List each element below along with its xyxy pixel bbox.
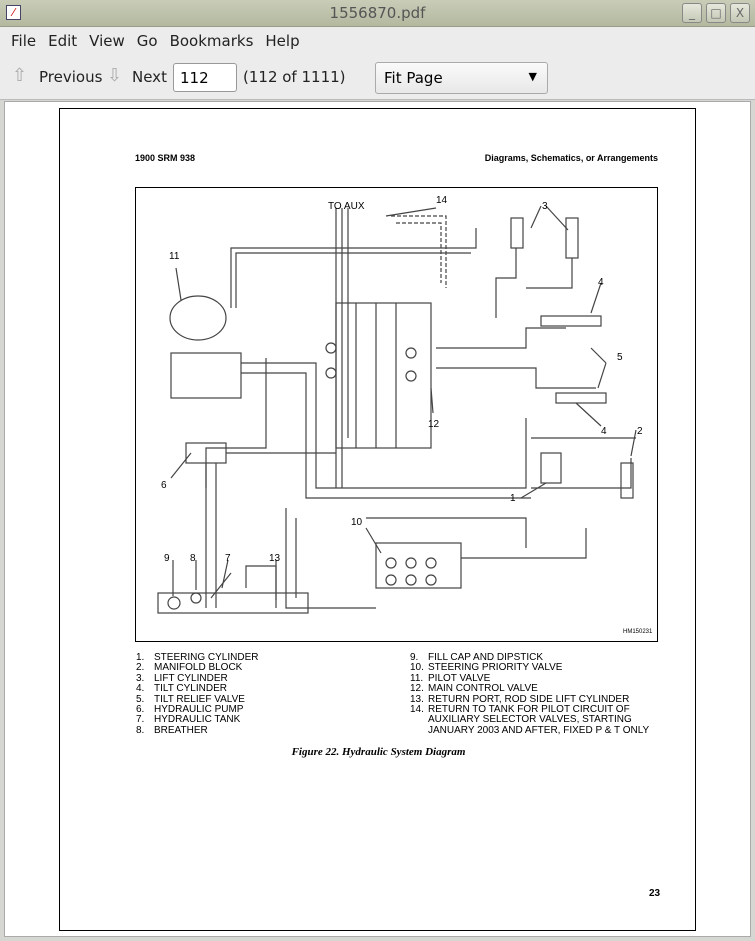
legend-item: 14.RETURN TO TANK FOR PILOT CIRCUIT OF A… xyxy=(410,704,650,736)
legend-item: 12.MAIN CONTROL VALVE xyxy=(410,683,538,695)
next-button[interactable]: Next xyxy=(132,68,167,86)
page-number: 23 xyxy=(649,888,661,899)
callout-2: 2 xyxy=(637,426,643,437)
legend-item: 4.TILT CYLINDER xyxy=(136,683,227,695)
legend-item: 5.TILT RELIEF VALVE xyxy=(136,693,245,705)
legend-item: 13.RETURN PORT, ROD SIDE LIFT CYLINDER xyxy=(410,693,630,705)
legend-item: 3.LIFT CYLINDER xyxy=(136,672,228,684)
menu-help[interactable]: Help xyxy=(265,32,300,50)
menu-bar: File Edit View Go Bookmarks Help xyxy=(0,27,755,54)
legend-item: 1.STEERING CYLINDER xyxy=(136,652,259,663)
callout-4-bottom: 4 xyxy=(601,426,607,437)
legend-right: 9.FILL CAP AND DIPSTICK 10.STEERING PRIO… xyxy=(410,652,670,736)
toolbar: ⇧ Previous ⇩ Next (112 of 1111) Fit Page… xyxy=(0,54,755,100)
next-arrow-icon[interactable]: ⇩ xyxy=(107,65,123,86)
app-icon: ⁄ xyxy=(6,5,21,20)
title-bar: ⁄ 1556870.pdf _ □ X xyxy=(0,0,755,27)
legend-item: 11.PILOT VALVE xyxy=(410,672,491,684)
figure-caption: Figure 22. Hydraulic System Diagram xyxy=(291,746,466,758)
callout-13: 13 xyxy=(269,553,281,564)
zoom-select[interactable]: Fit Page ▼ xyxy=(375,62,548,94)
figure-reference: HM150231 xyxy=(623,629,653,635)
menu-view[interactable]: View xyxy=(89,32,125,50)
menu-go[interactable]: Go xyxy=(136,32,158,50)
hydraulic-diagram: TO AUX 14 3 11 4 5 12 4 2 6 1 10 9 8 7 1… xyxy=(135,187,658,642)
callout-4-top: 4 xyxy=(598,277,604,288)
previous-button[interactable]: Previous xyxy=(39,68,103,86)
callout-1: 1 xyxy=(510,493,516,504)
callout-7: 7 xyxy=(225,553,231,564)
diagram-drawing xyxy=(157,205,637,614)
zoom-value: Fit Page xyxy=(384,69,443,87)
minimize-button[interactable]: _ xyxy=(682,3,702,23)
legend-item: 8.BREATHER xyxy=(136,724,208,736)
header-right: Diagrams, Schematics, or Arrangements xyxy=(484,153,658,163)
pdf-page: 1900 SRM 938 Diagrams, Schematics, or Ar… xyxy=(59,108,696,931)
window-title: 1556870.pdf xyxy=(329,4,426,22)
menu-file[interactable]: File xyxy=(11,32,37,50)
menu-edit[interactable]: Edit xyxy=(48,32,78,50)
page-count: (112 of 1111) xyxy=(243,68,346,86)
close-button[interactable]: X xyxy=(730,3,750,23)
legend-item: 2.MANIFOLD BLOCK xyxy=(136,662,243,674)
legend-item: 10.STEERING PRIORITY VALVE xyxy=(410,662,563,674)
page-number-input[interactable] xyxy=(173,63,237,92)
callout-11: 11 xyxy=(169,251,180,262)
callout-8: 8 xyxy=(190,553,196,564)
callout-5: 5 xyxy=(617,352,623,363)
legend-left: 1.STEERING CYLINDER 2.MANIFOLD BLOCK 3.L… xyxy=(136,652,259,736)
callout-10: 10 xyxy=(351,517,363,528)
legend-item: 9.FILL CAP AND DIPSTICK xyxy=(410,652,544,663)
callout-9: 9 xyxy=(164,553,170,564)
menu-bookmarks[interactable]: Bookmarks xyxy=(169,32,254,50)
label-to-aux: TO AUX xyxy=(328,201,365,212)
dropdown-arrow-icon: ▼ xyxy=(528,70,537,83)
callout-6: 6 xyxy=(161,480,167,491)
previous-arrow-icon[interactable]: ⇧ xyxy=(12,65,28,86)
callout-3: 3 xyxy=(542,201,548,212)
callout-12: 12 xyxy=(428,419,440,430)
legend-item: 7.HYDRAULIC TANK xyxy=(136,714,241,726)
callout-14: 14 xyxy=(436,195,448,206)
header-left: 1900 SRM 938 xyxy=(135,153,196,163)
maximize-button[interactable]: □ xyxy=(706,3,726,23)
legend-item: 6.HYDRAULIC PUMP xyxy=(136,704,244,716)
